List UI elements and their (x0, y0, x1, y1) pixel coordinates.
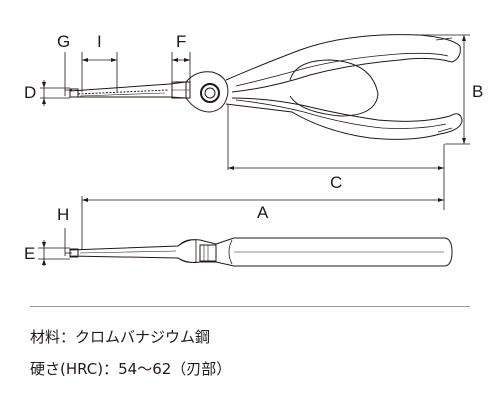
plier-top-view (69, 34, 463, 140)
dim-label-h: H (57, 205, 70, 224)
dim-label-g: G (57, 32, 71, 51)
dim-label-b: B (472, 82, 484, 101)
plier-side-view (69, 237, 453, 267)
dim-label-e: E (24, 244, 36, 263)
dimension-arrows (42, 35, 466, 265)
hardness-spec: 硬さ(HRC)：54～62（刃部） (30, 360, 232, 378)
dim-label-c: C (330, 173, 343, 192)
dimension-lines-side (38, 228, 72, 266)
dim-label-a: A (257, 203, 269, 222)
dim-label-d: D (24, 83, 37, 102)
dim-label-i: I (97, 32, 102, 51)
separator-line (30, 306, 470, 307)
dim-label-f: F (176, 32, 187, 51)
material-spec: 材料：クロムバナジウム鋼 (30, 328, 211, 346)
